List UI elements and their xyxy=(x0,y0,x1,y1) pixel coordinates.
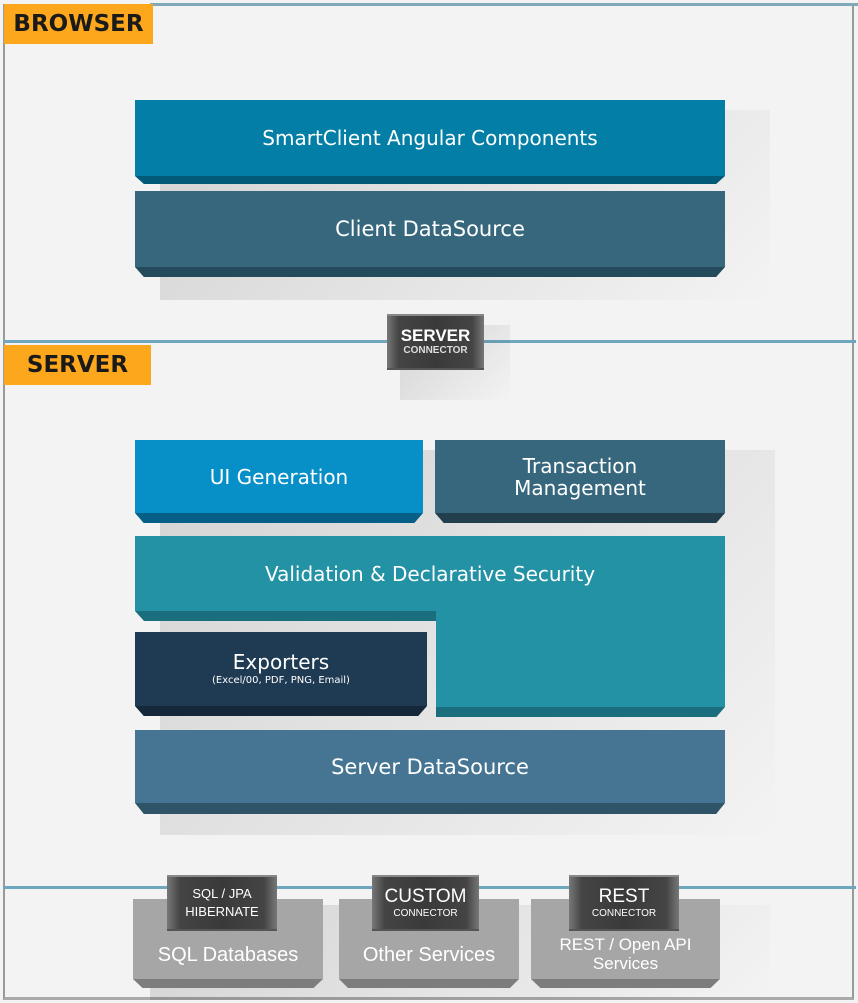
connector-line1: SQL / JPA xyxy=(192,886,252,901)
ui-generation-layer: UI Generation xyxy=(135,440,423,513)
validation-security-layer-extension xyxy=(436,611,725,707)
custom-connector: CUSTOM CONNECTOR xyxy=(372,875,479,931)
backend-label-line1: Other Services xyxy=(362,944,496,966)
client-datasource-label: Client DataSource xyxy=(335,217,525,241)
exporters-edge xyxy=(135,706,427,716)
ui-generation-edge xyxy=(135,513,423,523)
diagram-frame xyxy=(3,4,854,1000)
connector-line1: CUSTOM xyxy=(384,886,467,907)
server-connector-line2: CONNECTOR xyxy=(403,345,468,356)
server-datasource-layer: Server DataSource xyxy=(135,730,725,803)
backend-label-line1: SQL Databases xyxy=(157,944,299,966)
connector-line2: HIBERNATE xyxy=(185,904,259,919)
backend-label-line2: Services xyxy=(592,954,659,973)
client-datasource-edge xyxy=(135,267,725,277)
components-edge xyxy=(135,176,725,184)
server-connector-line1: SERVER xyxy=(400,326,471,345)
connector-line2: CONNECTOR xyxy=(393,908,458,919)
exporters-subtitle: (Excel/00, PDF, PNG, Email) xyxy=(212,675,350,686)
exporters-layer: Exporters (Excel/00, PDF, PNG, Email) xyxy=(135,632,427,706)
validation-label: Validation & Declarative Security xyxy=(264,561,596,586)
validation-left-edge xyxy=(135,611,436,621)
exporters-title: Exporters xyxy=(232,650,330,674)
server-datasource-edge xyxy=(135,803,725,814)
backend-sql-edge xyxy=(133,979,323,988)
transaction-label-line2: Management xyxy=(514,475,646,500)
ui-generation-label: UI Generation xyxy=(209,464,349,489)
smartclient-angular-components-layer: SmartClient Angular Components xyxy=(135,100,725,176)
top-divider xyxy=(150,3,858,6)
backend-other-edge xyxy=(339,979,519,988)
connector-line2: CONNECTOR xyxy=(591,908,657,919)
connector-line1: REST xyxy=(598,886,650,907)
server-datasource-label: Server DataSource xyxy=(331,754,529,779)
server-section-tag: SERVER xyxy=(4,345,151,385)
transaction-management-layer: Transaction Management xyxy=(435,440,725,513)
validation-right-edge xyxy=(436,707,725,717)
server-connector: SERVER CONNECTOR xyxy=(387,314,484,370)
backend-rest-edge xyxy=(531,979,720,988)
transaction-management-edge xyxy=(435,513,725,523)
browser-section-tag: BROWSER xyxy=(4,4,153,44)
validation-security-layer: Validation & Declarative Security xyxy=(135,536,725,611)
transaction-label-line1: Transaction xyxy=(522,453,638,478)
client-datasource-layer: Client DataSource xyxy=(135,191,725,267)
backend-label-line1: REST / Open API xyxy=(559,935,692,954)
sql-jpa-hibernate-connector: SQL / JPA HIBERNATE xyxy=(167,875,277,931)
components-label: SmartClient Angular Components xyxy=(262,126,598,150)
rest-connector: REST CONNECTOR xyxy=(569,875,679,931)
